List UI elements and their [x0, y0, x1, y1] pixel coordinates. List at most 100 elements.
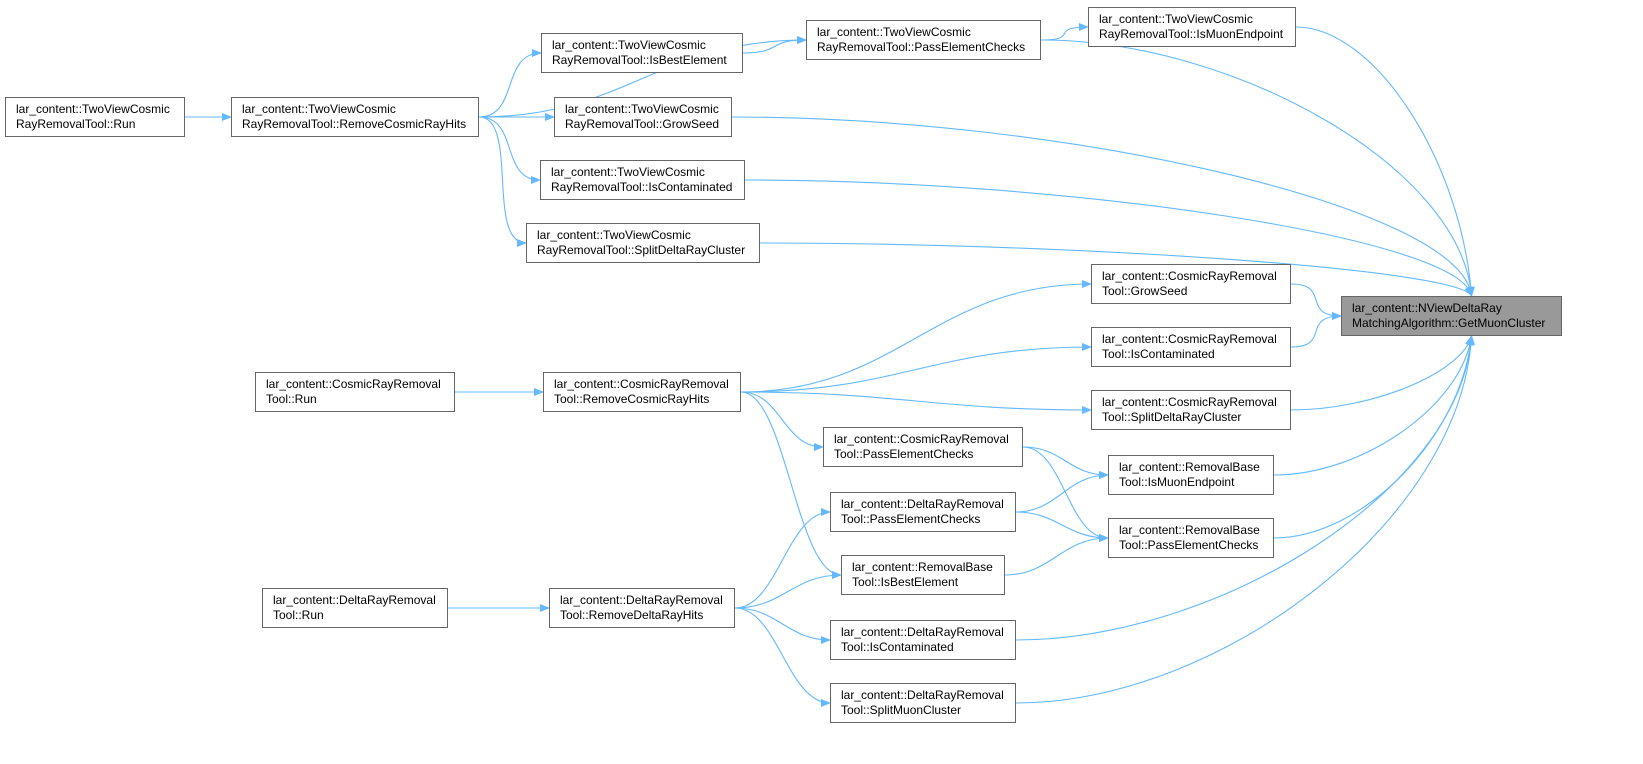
node-removalbase-pass-element-checks[interactable]: lar_content::RemovalBase Tool::PassEleme… [1108, 518, 1274, 558]
node-label-line1: lar_content::RemovalBase [852, 560, 993, 574]
call-edge-cr_split-to-target [1290, 335, 1473, 411]
node-cosmicray-split-delta-ray-cluster[interactable]: lar_content::CosmicRayRemoval Tool::Spli… [1091, 390, 1291, 430]
node-label-line1: lar_content::CosmicRayRemoval [834, 432, 1009, 446]
node-label-line2: RayRemovalTool::GrowSeed [565, 117, 720, 131]
node-twoview-is-contaminated[interactable]: lar_content::TwoViewCosmic RayRemovalToo… [540, 160, 745, 200]
call-edge-dr_split-to-target [1015, 335, 1475, 704]
call-edge-rb_best-to-rb_pass [1004, 534, 1109, 576]
node-label-line2: Tool::RemoveDeltaRayHits [560, 608, 704, 622]
node-deltaray-remove-delta-ray-hits[interactable]: lar_content::DeltaRayRemoval Tool::Remov… [549, 588, 735, 628]
node-get-muon-cluster-target[interactable]: lar_content::NViewDeltaRay MatchingAlgor… [1341, 296, 1562, 336]
call-edge-cr_remove-to-cr_split [740, 391, 1092, 414]
call-edge-cr_remove-to-cr_grow [740, 280, 1092, 393]
node-twoview-run[interactable]: lar_content::TwoViewCosmic RayRemovalToo… [5, 97, 185, 137]
node-label-line2: RayRemovalTool::IsContaminated [551, 180, 733, 194]
node-twoview-split-delta-ray-cluster[interactable]: lar_content::TwoViewCosmic RayRemovalToo… [526, 223, 760, 263]
node-cosmicray-grow-seed[interactable]: lar_content::CosmicRayRemoval Tool::Grow… [1091, 264, 1291, 304]
node-label-line1: lar_content::CosmicRayRemoval [554, 377, 729, 391]
call-edges [185, 23, 1475, 707]
call-edge-cr_pass-to-rb_pass [1022, 446, 1109, 542]
node-deltaray-is-contaminated[interactable]: lar_content::DeltaRayRemoval Tool::IsCon… [830, 620, 1016, 660]
node-twoview-is-muon-endpoint[interactable]: lar_content::TwoViewCosmic RayRemovalToo… [1088, 7, 1296, 47]
node-deltaray-pass-element-checks[interactable]: lar_content::DeltaRayRemoval Tool::PassE… [830, 492, 1016, 532]
node-twoview-grow-seed[interactable]: lar_content::TwoViewCosmic RayRemovalToo… [554, 97, 732, 137]
node-label-line2: Tool::PassElementChecks [841, 512, 981, 526]
call-edge-tv_best-to-tv_pass [742, 36, 807, 54]
node-label-line2: Tool::SplitMuonCluster [841, 703, 962, 717]
node-label-line2: Tool::Run [266, 392, 317, 406]
node-label-line2: Tool::SplitDeltaRayCluster [1102, 410, 1242, 424]
call-edge-cr_grow-to-target [1290, 283, 1342, 320]
node-label-line1: lar_content::CosmicRayRemoval [1102, 269, 1277, 283]
node-label-line1: lar_content::DeltaRayRemoval [841, 497, 1004, 511]
call-edge-cr_contam-to-target [1290, 312, 1342, 348]
node-removalbase-is-muon-endpoint[interactable]: lar_content::RemovalBase Tool::IsMuonEnd… [1108, 455, 1274, 495]
node-label-line1: lar_content::TwoViewCosmic [551, 165, 705, 179]
node-deltaray-run[interactable]: lar_content::DeltaRayRemoval Tool::Run [262, 588, 448, 628]
node-label-line1: lar_content::TwoViewCosmic [242, 102, 396, 116]
call-edge-cr_remove-to-rb_best [740, 391, 842, 579]
node-label-line1: lar_content::RemovalBase [1119, 460, 1260, 474]
node-label-line2: Tool::Run [273, 608, 324, 622]
node-cosmicray-run[interactable]: lar_content::CosmicRayRemoval Tool::Run [255, 372, 455, 412]
node-label-line1: lar_content::DeltaRayRemoval [273, 593, 436, 607]
node-label-line2: RayRemovalTool::SplitDeltaRayCluster [537, 243, 746, 257]
node-label-line2: MatchingAlgorithm::GetMuonCluster [1352, 316, 1546, 330]
node-label-line1: lar_content::TwoViewCosmic [817, 25, 971, 39]
node-label-line1: lar_content::CosmicRayRemoval [1102, 395, 1277, 409]
node-label-line1: lar_content::DeltaRayRemoval [841, 688, 1004, 702]
node-label-line2: Tool::PassElementChecks [1119, 538, 1259, 552]
call-edge-tv_grow-to-target [731, 116, 1475, 297]
node-cosmicray-is-contaminated[interactable]: lar_content::CosmicRayRemoval Tool::IsCo… [1091, 327, 1291, 367]
call-edge-dr_remove-to-dr_split [734, 607, 831, 707]
node-label-line2: RayRemovalTool::PassElementChecks [817, 40, 1026, 54]
node-label-line2: Tool::IsContaminated [841, 640, 954, 654]
call-edge-tv_remove-to-tv_contam [478, 116, 541, 184]
call-edge-dr_remove-to-dr_pass [734, 508, 831, 609]
node-cosmicray-remove-cosmic-ray-hits[interactable]: lar_content::CosmicRayRemoval Tool::Remo… [543, 372, 741, 412]
call-edge-tv_pass-to-tv_endpoint [1040, 23, 1089, 41]
node-label-line1: lar_content::TwoViewCosmic [16, 102, 170, 116]
node-twoview-pass-element-checks[interactable]: lar_content::TwoViewCosmic RayRemovalToo… [806, 20, 1041, 60]
node-label-line1: lar_content::CosmicRayRemoval [1102, 332, 1277, 346]
call-edge-cr_pass-to-rb_endpoint [1022, 446, 1109, 479]
node-cosmicray-pass-element-checks[interactable]: lar_content::CosmicRayRemoval Tool::Pass… [823, 427, 1023, 467]
call-edge-rb_pass-to-target [1273, 335, 1475, 539]
call-edge-tv_contam-to-target [744, 179, 1474, 297]
call-edge-cr_remove-to-cr_pass [740, 391, 824, 451]
node-label-line2: RayRemovalTool::IsMuonEndpoint [1099, 27, 1284, 41]
call-edge-tv_split-to-target [759, 242, 1473, 297]
node-label-line2: RayRemovalTool::IsBestElement [552, 53, 727, 67]
node-label-line1: lar_content::TwoViewCosmic [1099, 12, 1253, 26]
call-edge-tv_pass-to-target [1040, 39, 1475, 297]
call-edge-tv_remove-to-tv_pass [478, 36, 807, 118]
node-label-line1: lar_content::TwoViewCosmic [565, 102, 719, 116]
node-label-line2: RayRemovalTool::RemoveCosmicRayHits [242, 117, 467, 131]
call-edge-dr_remove-to-rb_best [734, 571, 842, 609]
node-twoview-remove-cosmic-ray-hits[interactable]: lar_content::TwoViewCosmic RayRemovalToo… [231, 97, 479, 137]
node-twoview-is-best-element[interactable]: lar_content::TwoViewCosmic RayRemovalToo… [541, 33, 743, 73]
node-deltaray-split-muon-cluster[interactable]: lar_content::DeltaRayRemoval Tool::Split… [830, 683, 1016, 723]
node-label-line1: lar_content::TwoViewCosmic [552, 38, 706, 52]
node-label-line1: lar_content::RemovalBase [1119, 523, 1260, 537]
node-label-line2: Tool::GrowSeed [1102, 284, 1188, 298]
call-edge-cr_remove-to-cr_contam [740, 343, 1092, 393]
node-label-line1: lar_content::TwoViewCosmic [537, 228, 691, 242]
node-label-line2: Tool::IsMuonEndpoint [1119, 475, 1235, 489]
node-removalbase-is-best-element[interactable]: lar_content::RemovalBase Tool::IsBestEle… [841, 555, 1005, 595]
call-edge-dr_pass-to-rb_pass [1015, 511, 1109, 542]
node-label-line2: Tool::IsBestElement [852, 575, 959, 589]
call-edge-dr_remove-to-dr_contam [734, 607, 831, 644]
node-label-line1: lar_content::NViewDeltaRay [1352, 301, 1502, 315]
call-edge-tv_remove-to-tv_best [478, 49, 542, 118]
call-edge-dr_contam-to-target [1015, 335, 1475, 641]
call-edge-tv_remove-to-tv_split [478, 116, 527, 247]
node-label-line1: lar_content::DeltaRayRemoval [841, 625, 1004, 639]
node-label-line2: Tool::PassElementChecks [834, 447, 974, 461]
call-edge-dr_pass-to-rb_endpoint [1015, 471, 1109, 513]
call-edge-tv_endpoint-to-target [1295, 26, 1475, 297]
node-label-line2: Tool::RemoveCosmicRayHits [554, 392, 710, 406]
node-label-line1: lar_content::DeltaRayRemoval [560, 593, 723, 607]
node-label-line2: RayRemovalTool::Run [16, 117, 136, 131]
node-label-line2: Tool::IsContaminated [1102, 347, 1215, 361]
